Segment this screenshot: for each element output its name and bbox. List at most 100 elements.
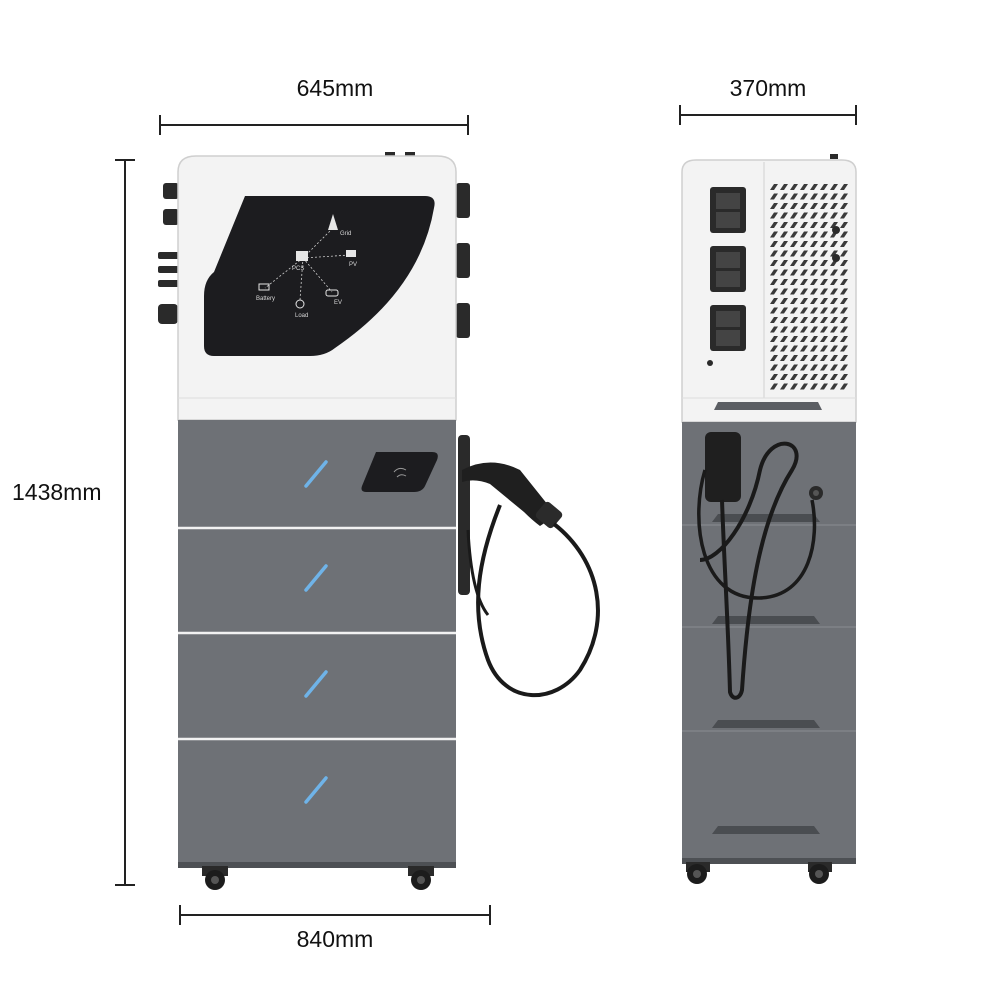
vent-slot [810, 288, 818, 295]
vent-slot [770, 326, 778, 333]
vent-slot [800, 288, 808, 295]
vent-slot [780, 345, 788, 352]
side-plug-holder [705, 432, 741, 502]
top-button [830, 154, 838, 159]
vent-slot [810, 298, 818, 304]
vent-slot [820, 279, 828, 285]
vent-slot [790, 288, 798, 295]
dimension-line-side-top [679, 105, 857, 125]
vent-slot [800, 364, 808, 371]
vent-slot [770, 250, 778, 257]
vent-slot [820, 307, 828, 314]
vent-slot [770, 307, 778, 314]
vent-slot [810, 260, 818, 266]
dimension-line-front-bottom [179, 905, 491, 925]
side-top-panel [681, 159, 857, 423]
vent-slot [810, 193, 818, 200]
vent-slot [840, 260, 848, 266]
vent-slot [840, 317, 848, 323]
vent-slot [810, 374, 818, 380]
vent-slot [800, 193, 808, 200]
vent-slot [780, 298, 788, 304]
vent-slot [810, 307, 818, 314]
vent-slot [780, 260, 788, 266]
vent-slot [840, 364, 848, 371]
vent-slot [770, 279, 778, 285]
vent-slot [800, 203, 808, 209]
vent-slot [810, 279, 818, 285]
vent-slot [830, 212, 838, 219]
vent-slot [780, 269, 788, 276]
vent-slot [820, 355, 828, 361]
vent-slot [820, 383, 828, 390]
vent-slot [780, 212, 788, 219]
vent-slot [830, 298, 838, 304]
ev-charging-plug-icon [462, 462, 563, 529]
vent-slot [800, 241, 808, 247]
dimension-line-height [115, 159, 135, 886]
vent-slot [790, 374, 798, 380]
vent-slot [780, 336, 788, 342]
vent-slot [770, 222, 778, 228]
vent-slot [810, 212, 818, 219]
vent-slot [780, 203, 788, 209]
vent-slot [790, 298, 798, 304]
vent-slot [790, 260, 798, 266]
pv-icon [346, 250, 356, 257]
vent-slot [770, 260, 778, 266]
vent-slot [830, 241, 838, 247]
vent-slot [840, 279, 848, 285]
vent-slot [800, 298, 808, 304]
screen-label-ev: EV [334, 300, 342, 306]
screen-label-pcs: PCS [292, 266, 304, 272]
vent-slot [810, 231, 818, 238]
load-icon [295, 299, 305, 309]
vent-slot [830, 193, 838, 200]
vent-slot [800, 269, 808, 276]
vent-slot [800, 279, 808, 285]
vent-slot [780, 279, 788, 285]
vent-slot [820, 374, 828, 380]
vent-slot [770, 288, 778, 295]
plug-holder [458, 435, 470, 595]
vent-slot [770, 269, 778, 276]
vent-slot [790, 307, 798, 314]
vent-slot [820, 250, 828, 257]
vent-slot [820, 241, 828, 247]
caster-wheel-icon [202, 866, 228, 890]
vent-slot [790, 336, 798, 342]
vent-slot [830, 203, 838, 209]
vent-slot [800, 355, 808, 361]
card-reader-icon [393, 467, 407, 478]
vent-slot [840, 193, 848, 200]
vent-slot [820, 260, 828, 266]
vent-slot [830, 307, 838, 314]
vent-slot [820, 193, 828, 200]
vent-slot [770, 317, 778, 323]
ventilation-grille [770, 184, 848, 390]
vent-slot [820, 288, 828, 295]
side-socket-column [707, 187, 746, 366]
vent-slot [830, 269, 838, 276]
charging-cable [466, 529, 490, 616]
display-screen [204, 196, 435, 356]
vent-slot [780, 241, 788, 247]
vent-slot [770, 383, 778, 390]
vent-slot [840, 298, 848, 304]
dimension-label-height: 1438mm [12, 479, 101, 505]
vent-slot [770, 345, 778, 352]
side-indicator-dot [707, 360, 713, 366]
dimension-line-front-top [159, 115, 469, 135]
vent-slot [830, 374, 838, 380]
vent-slot [800, 222, 808, 228]
vent-slot [810, 345, 818, 352]
dimension-label-front-top: 645mm [297, 75, 374, 101]
vent-slot [840, 269, 848, 276]
vent-slot [780, 326, 788, 333]
vent-slot [800, 383, 808, 390]
screen-label-grid: Grid [340, 231, 351, 237]
vent-slot [830, 279, 838, 285]
vent-slot [800, 317, 808, 323]
vent-slot [830, 288, 838, 295]
